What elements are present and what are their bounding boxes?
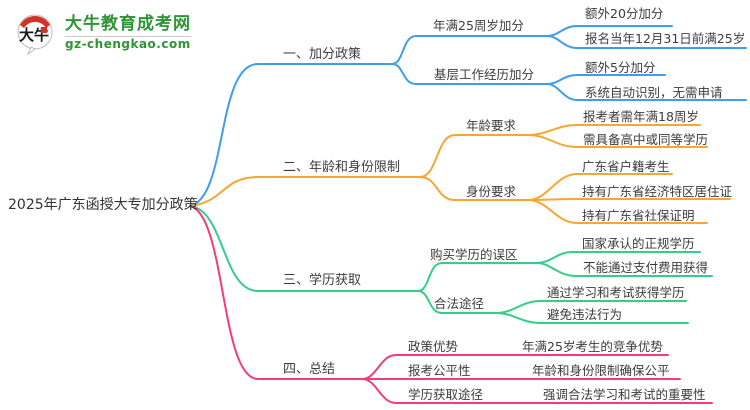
root-node: 2025年广东函授大专加分政策 (8, 197, 198, 213)
leaf-legal-study-importance: 强调合法学习和考试的重要性 (543, 387, 706, 402)
leaf-auto-recognition: 系统自动识别，无需申请 (585, 85, 723, 100)
leaf-avoid-illegal: 避免违法行为 (547, 307, 623, 322)
leaf-cannot-pay-for-degree: 不能通过支付费用获得 (583, 260, 709, 275)
node-policy-advantage: 政策优势 (408, 339, 459, 354)
branch-bonus-policy: 一、加分政策 (283, 47, 362, 62)
branch-degree-acquisition: 三、学历获取 (283, 273, 362, 288)
node-grassroots-bonus: 基层工作经历加分 (434, 67, 535, 82)
leaf-residence-permit: 持有广东省经济特区居住证 (582, 184, 733, 199)
leaf-age-18: 报考者需年满18周岁 (583, 109, 699, 124)
leaf-age-deadline: 报名当年12月31日前满25岁 (585, 31, 746, 46)
branch-age-identity-limit: 二、年龄和身份限制 (283, 160, 401, 175)
node-degree-path: 学历获取途径 (408, 387, 484, 402)
leaf-highschool-required: 需具备高中或同等学历 (583, 132, 709, 147)
node-application-fairness: 报考公平性 (408, 363, 471, 378)
leaf-social-security-proof: 持有广东省社保证明 (582, 208, 695, 223)
logo-title: 大牛教育成考网 (65, 14, 191, 35)
node-identity-requirement: 身份要求 (466, 184, 517, 199)
leaf-extra-5-points: 额外5分加分 (585, 60, 656, 75)
node-legal-path: 合法途径 (434, 296, 485, 311)
leaf-age25-advantage: 年满25岁考生的竞争优势 (522, 339, 663, 354)
node-age-25-bonus: 年满25周岁加分 (433, 18, 524, 33)
leaf-state-recognized: 国家承认的正规学历 (582, 236, 695, 251)
leaf-gd-household: 广东省户籍考生 (582, 159, 670, 174)
branch-summary: 四、总结 (283, 362, 336, 377)
leaf-extra-20-points: 额外20分加分 (585, 6, 664, 21)
leaf-study-and-exam: 通过学习和考试获得学历 (547, 285, 685, 300)
logo-bull-icon: 大牛 (17, 14, 53, 56)
leaf-limits-ensure-fairness: 年龄和身份限制确保公平 (532, 363, 670, 378)
node-buying-degree-myth: 购买学历的误区 (430, 247, 518, 262)
node-age-requirement: 年龄要求 (466, 118, 517, 133)
logo-domain: gz-chengkao.com (65, 35, 191, 51)
site-logo[interactable]: 大牛 大牛教育成考网 gz-chengkao.com (12, 10, 191, 56)
